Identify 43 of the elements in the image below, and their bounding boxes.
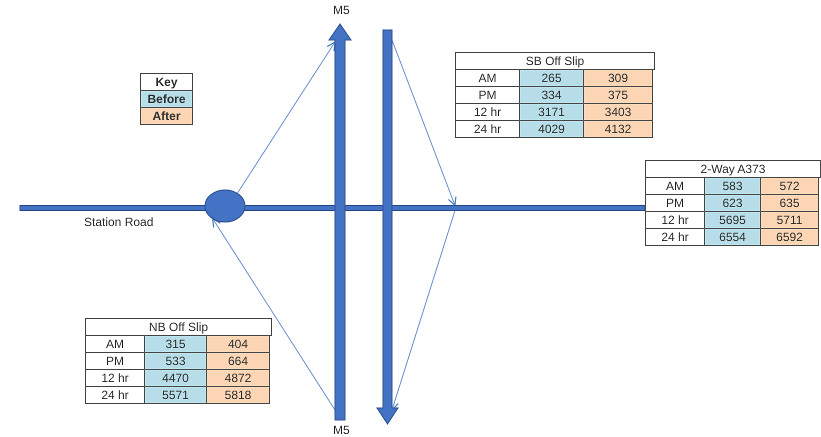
count-value: 309 xyxy=(583,69,653,87)
count-value: 4132 xyxy=(583,120,653,138)
legend-title: Key xyxy=(140,73,193,91)
table-title: 2-Way A373 xyxy=(645,160,821,178)
count-value: 3403 xyxy=(583,103,653,121)
slip-road-arrow xyxy=(392,40,456,206)
count-value: 635 xyxy=(760,194,819,212)
road xyxy=(20,205,646,211)
count-value: 4470 xyxy=(144,369,207,387)
count-value: 533 xyxy=(144,352,207,370)
count-value: 265 xyxy=(519,69,584,87)
count-value: 404 xyxy=(206,335,270,353)
count-value: 4872 xyxy=(206,369,270,387)
row-header: 24 hr xyxy=(85,386,145,404)
southbound-carriageway xyxy=(376,30,399,425)
count-value: 583 xyxy=(704,177,761,195)
road-label: M5 xyxy=(333,423,350,437)
slip-road-arrow xyxy=(212,218,336,410)
table-title: SB Off Slip xyxy=(455,52,655,70)
legend-entry: After xyxy=(140,107,193,125)
count-value: 6554 xyxy=(704,228,761,246)
row-header: 24 hr xyxy=(455,120,520,138)
count-value: 5695 xyxy=(704,211,761,229)
northbound-carriageway xyxy=(328,23,352,420)
table-title: NB Off Slip xyxy=(85,318,272,336)
count-value: 6592 xyxy=(760,228,819,246)
count-value: 664 xyxy=(206,352,270,370)
count-value: 623 xyxy=(704,194,761,212)
count-value: 334 xyxy=(519,86,584,104)
legend-entry: Before xyxy=(140,90,193,108)
row-header: 24 hr xyxy=(645,228,705,246)
count-value: 572 xyxy=(760,177,819,195)
count-value: 5571 xyxy=(144,386,207,404)
road-label: M5 xyxy=(333,3,350,17)
roundabout xyxy=(204,190,246,222)
slip-road-arrow xyxy=(236,41,336,194)
count-value: 5711 xyxy=(760,211,819,229)
count-value: 315 xyxy=(144,335,207,353)
road-name: Station Road xyxy=(84,215,154,229)
count-value: 375 xyxy=(583,86,653,104)
count-value: 3171 xyxy=(519,103,584,121)
count-value: 5818 xyxy=(206,386,270,404)
count-value: 4029 xyxy=(519,120,584,138)
